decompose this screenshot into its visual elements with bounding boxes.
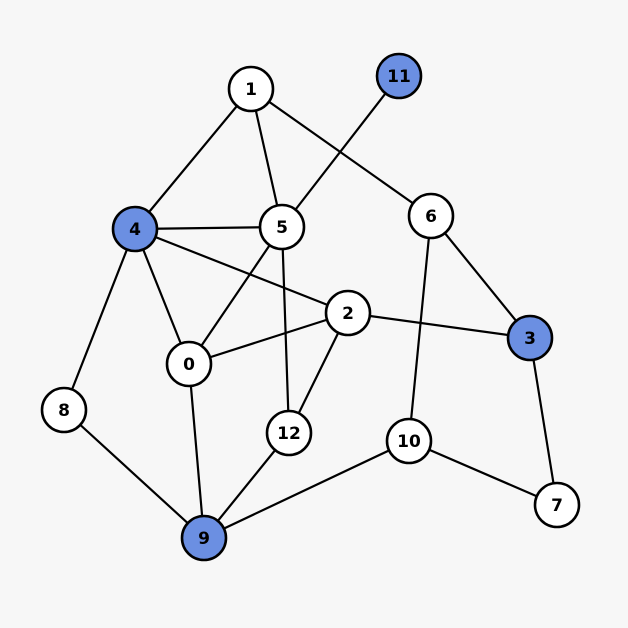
node-circle-2[interactable]	[324, 289, 372, 337]
graph-edge-3-7	[528, 336, 559, 507]
graph-node-6[interactable]: 6	[407, 192, 455, 240]
graph-node-2[interactable]: 2	[324, 289, 372, 337]
graph-node-12[interactable]: 12	[265, 409, 313, 457]
graph-node-7[interactable]: 7	[533, 481, 581, 529]
graph-node-5[interactable]: 5	[258, 203, 306, 251]
node-circle-5[interactable]	[258, 203, 306, 251]
graph-edge-5-12	[280, 225, 291, 435]
graph-edge-0-9	[187, 362, 206, 540]
graph-node-9[interactable]: 9	[180, 514, 228, 562]
graph-edge-4-2	[133, 227, 350, 315]
graph-edge-4-0	[133, 227, 191, 366]
graph-edge-0-2	[187, 311, 350, 366]
graph-edge-6-3	[429, 214, 532, 340]
graph-node-4[interactable]: 4	[111, 205, 159, 253]
graph-edge-5-0	[187, 225, 284, 366]
graph-node-10[interactable]: 10	[385, 417, 433, 465]
graph-edge-2-3	[346, 311, 532, 340]
graph-edge-1-5	[249, 87, 284, 229]
node-circle-6[interactable]	[407, 192, 455, 240]
graph-edge-5-11	[280, 74, 401, 229]
graph-node-0[interactable]: 0	[165, 340, 213, 388]
graph-edge-10-9	[202, 439, 411, 540]
graph-edge-10-7	[407, 439, 559, 507]
graph-edge-1-4	[133, 87, 253, 231]
graph-edge-6-10	[407, 214, 433, 443]
node-circle-1[interactable]	[227, 65, 275, 113]
node-circle-9[interactable]	[180, 514, 228, 562]
node-circle-12[interactable]	[265, 409, 313, 457]
graph-edge-4-5	[133, 225, 284, 231]
node-circle-3[interactable]	[506, 314, 554, 362]
graph-edge-8-9	[62, 408, 206, 540]
node-circle-8[interactable]	[40, 386, 88, 434]
node-circle-7[interactable]	[533, 481, 581, 529]
graph-node-11[interactable]: 11	[375, 52, 423, 100]
graph-node-3[interactable]: 3	[506, 314, 554, 362]
graph-edge-4-8	[62, 227, 137, 412]
edge-layer	[62, 74, 559, 540]
node-circle-4[interactable]	[111, 205, 159, 253]
graph-node-8[interactable]: 8	[40, 386, 88, 434]
node-circle-11[interactable]	[375, 52, 423, 100]
node-circle-10[interactable]	[385, 417, 433, 465]
node-circle-0[interactable]	[165, 340, 213, 388]
graph-node-1[interactable]: 1	[227, 65, 275, 113]
